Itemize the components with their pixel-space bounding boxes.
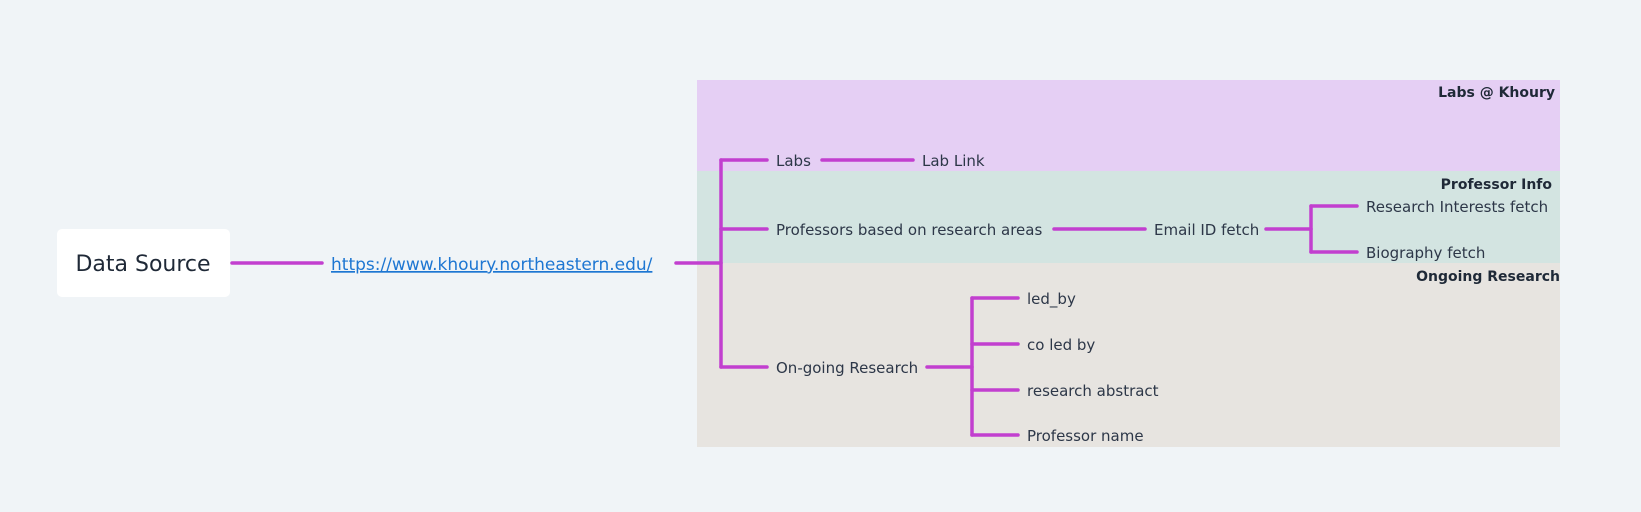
labs-node[interactable]: Labs: [776, 152, 811, 170]
url-link[interactable]: https://www.khoury.northeastern.edu/: [331, 255, 653, 275]
professor-boundary-label: Professor Info: [1441, 177, 1553, 193]
lab-link-node[interactable]: Lab Link: [922, 152, 985, 170]
professor-name-node[interactable]: Professor name: [1027, 427, 1144, 445]
root-node[interactable]: [57, 229, 230, 297]
research-interests-node[interactable]: Research Interests fetch: [1366, 198, 1548, 216]
research-boundary: [697, 263, 1560, 447]
research-abstract-node[interactable]: research abstract: [1027, 382, 1159, 400]
labs-boundary-label: Labs @ Khoury: [1438, 85, 1555, 101]
professors-node[interactable]: Professors based on research areas: [776, 221, 1042, 239]
labs-boundary: [697, 80, 1560, 171]
root-node-label: Data Source: [75, 252, 210, 277]
biography-node[interactable]: Biography fetch: [1366, 244, 1485, 262]
ongoing-research-node[interactable]: On-going Research: [776, 359, 918, 377]
professor-boundary: [697, 171, 1560, 263]
email-node[interactable]: Email ID fetch: [1154, 221, 1259, 239]
co-led-by-node[interactable]: co led by: [1027, 336, 1095, 354]
research-boundary-label: Ongoing Research: [1416, 269, 1560, 285]
led-by-node[interactable]: led_by: [1027, 290, 1076, 309]
